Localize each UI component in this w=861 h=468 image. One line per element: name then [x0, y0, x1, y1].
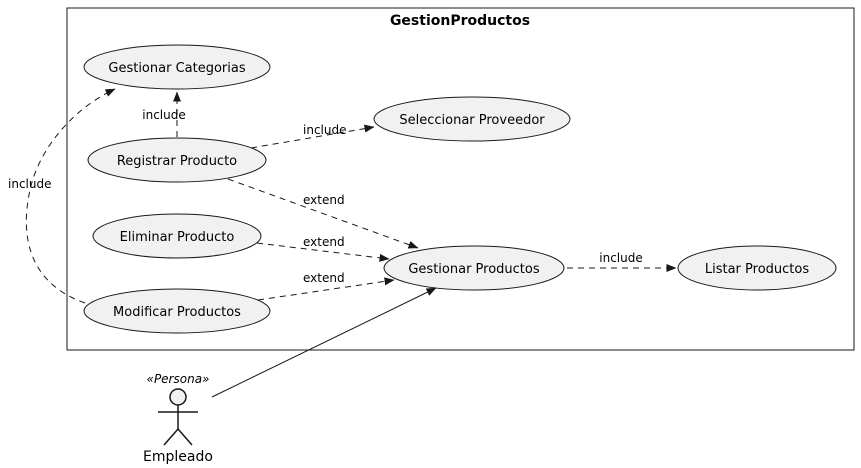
actor-head: [169, 388, 187, 406]
use-case-seleccionar-proveedor: Seleccionar Proveedor: [373, 96, 571, 142]
actor-stereotype: «Persona»: [147, 372, 210, 386]
use-case-ellipse: [87, 137, 267, 183]
use-case-listar-productos: Listar Productos: [677, 245, 837, 291]
edge-label-include-proveedor: include: [303, 123, 346, 137]
use-case-label: Gestionar Categorias: [108, 61, 245, 76]
use-case-modificar-productos: Modificar Productos: [83, 288, 271, 334]
actor-legs: [163, 428, 193, 446]
use-case-label: Modificar Productos: [113, 305, 241, 320]
use-case-registrar-producto: Registrar Producto: [87, 137, 267, 183]
edge-label-include-categorias: include: [142, 108, 185, 122]
edge-label-extend-registrar: extend: [303, 193, 345, 207]
edge-registrar-to-gestionar-productos: [227, 178, 419, 249]
edge-modificar-to-gestionar-productos: [257, 277, 395, 301]
use-case-label: Registrar Producto: [117, 154, 237, 169]
use-case-ellipse: [677, 245, 837, 291]
use-case-label: Eliminar Producto: [120, 230, 235, 245]
use-case-label: Gestionar Productos: [408, 262, 540, 277]
edge-label-extend-eliminar: extend: [303, 235, 345, 249]
use-case-label: Seleccionar Proveedor: [399, 113, 545, 128]
use-case-ellipse: [383, 245, 565, 291]
edge-label-include-curve: include: [8, 177, 51, 191]
use-case-ellipse: [92, 213, 262, 259]
edge-label-extend-modificar: extend: [303, 271, 345, 285]
edge-empleado-to-gestionar-productos: [211, 287, 437, 398]
use-case-ellipse: [83, 44, 271, 90]
use-case-label: Listar Productos: [705, 262, 809, 277]
use-case-eliminar-producto: Eliminar Producto: [92, 213, 262, 259]
use-case-gestionar-productos: Gestionar Productos: [383, 245, 565, 291]
system-boundary-title: GestionProductos: [390, 13, 530, 29]
actor-name: Empleado: [143, 449, 213, 465]
system-boundary: [66, 7, 855, 351]
edge-modificar-to-categorias: [25, 88, 116, 304]
actor-empleado: «Persona» Empleado: [143, 372, 213, 465]
use-case-ellipse: [83, 288, 271, 334]
edge-registrar-to-proveedor: [250, 124, 375, 149]
edge-eliminar-to-gestionar-productos: [256, 242, 390, 262]
use-case-gestionar-categorias: Gestionar Categorias: [83, 44, 271, 90]
use-case-ellipse: [373, 96, 571, 142]
edge-label-include-listar: include: [599, 251, 642, 265]
